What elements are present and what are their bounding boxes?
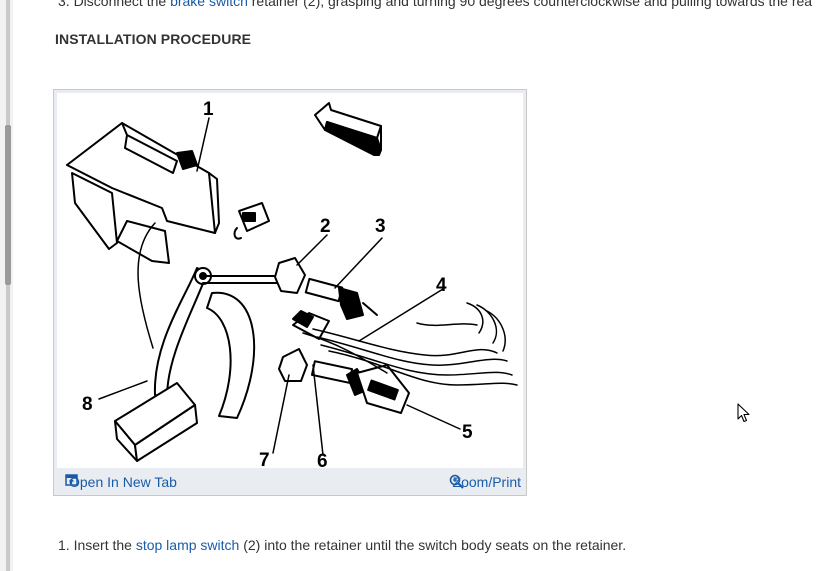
switch-retainer-lower: [278, 348, 308, 382]
pedal-lever: [153, 267, 208, 398]
zoom-print-link[interactable]: Zoom/Print: [449, 474, 521, 490]
left-scrollbar[interactable]: [0, 0, 13, 571]
brake-switch-link[interactable]: brake switch: [170, 0, 248, 9]
callout-8: 8: [82, 394, 93, 415]
mouse-cursor-icon: [737, 403, 751, 428]
step-suffix: (2) into the retainer until the switch b…: [239, 537, 627, 553]
wiring-harness: [292, 302, 518, 414]
section-title: INSTALLATION PROCEDURE: [55, 31, 252, 47]
callout-3: 3: [375, 216, 386, 237]
installation-step-1: 1. Insert the stop lamp switch (2) into …: [58, 537, 626, 553]
pedal-pad: [114, 382, 198, 462]
stop-lamp-switch-link[interactable]: stop lamp switch: [135, 537, 240, 553]
bracket-connector: [233, 202, 270, 240]
pushrod-housing: [206, 291, 256, 419]
open-in-new-tab-link[interactable]: Open In New Tab: [65, 474, 177, 490]
scrollbar-thumb[interactable]: [5, 125, 11, 285]
previous-step-prefix: 3. Disconnect the: [58, 0, 171, 9]
callout-5: 5: [462, 422, 473, 443]
stop-lamp-switch-upper: [304, 277, 378, 320]
callout-7: 7: [259, 450, 270, 468]
pedal-return-spring: [137, 222, 156, 349]
step-prefix: 1. Insert the: [58, 537, 136, 553]
zoom-print-label: Zoom/Print: [452, 474, 521, 490]
scrollbar-track: [6, 0, 10, 571]
open-in-new-tab-label: Open In New Tab: [69, 474, 177, 490]
switch-retainer-upper: [274, 257, 306, 294]
callout-6: 6: [317, 451, 328, 468]
figure-footer: Open In New Tab Zoom/Print: [54, 469, 526, 495]
callout-1: 1: [203, 99, 214, 120]
diagram-svg: 1 2 3 4 5 6 7 8: [66, 99, 518, 468]
callout-4: 4: [436, 275, 447, 296]
previous-step-suffix: retainer (2), grasping and turning 90 de…: [247, 0, 813, 9]
previous-step-text: 3. Disconnect the brake switch retainer …: [58, 0, 812, 9]
callout-2: 2: [320, 216, 331, 237]
brake-pedal-diagram: 1 2 3 4 5 6 7 8: [57, 93, 523, 468]
figure-frame: 1 2 3 4 5 6 7 8 Open In New Tab Zoom/Pri…: [53, 89, 527, 496]
